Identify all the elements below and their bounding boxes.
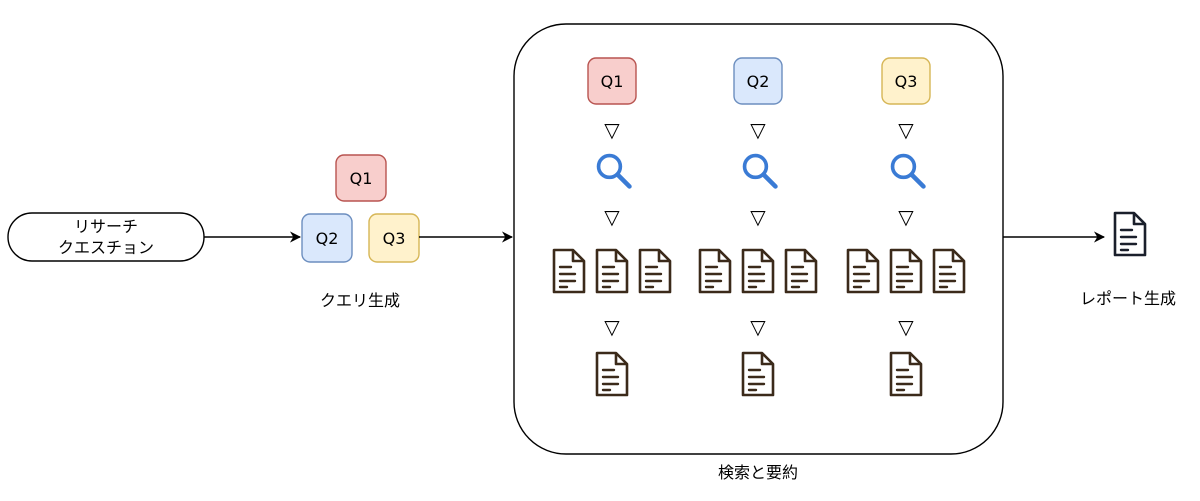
search-result-document-icon	[638, 248, 672, 294]
search-result-document-icon	[846, 248, 880, 294]
step-arrow-glyph: ▽	[604, 118, 620, 142]
report-node: レポート生成	[1080, 211, 1176, 308]
summary-document-icon	[741, 351, 775, 397]
summary-document-icon	[889, 351, 923, 397]
research-question-node: リサーチ クエスチョン	[7, 212, 205, 262]
search-query-label: Q3	[895, 72, 918, 91]
step-arrow-glyph: ▽	[898, 205, 914, 229]
svg-text:Q1: Q1	[350, 169, 373, 188]
search-query-box	[733, 57, 783, 105]
step-arrow-glyph: ▽	[604, 205, 620, 229]
search-summary-label: 検索と要約	[718, 463, 798, 482]
query-generation-group: Q1 Q2 Q3 クエリ生成	[301, 154, 420, 310]
report-generation-label: レポート生成	[1080, 289, 1176, 308]
summary-document-icon	[595, 351, 629, 397]
query-generation-label: クエリ生成	[320, 291, 400, 310]
research-question-line2: クエスチョン	[58, 238, 154, 257]
step-arrow-glyph: ▽	[750, 118, 766, 142]
search-result-document-icon	[698, 248, 732, 294]
query-box-q2: Q2	[301, 213, 353, 263]
step-arrow-glyph: ▽	[898, 315, 914, 339]
search-query-box	[881, 57, 931, 105]
search-summary-container	[513, 23, 1004, 455]
step-arrow-glyph: ▽	[898, 118, 914, 142]
search-summary-columns: Q1 ▽ ▽ ▽ Q2 ▽ ▽ ▽ Q3 ▽ ▽ ▽	[552, 57, 966, 397]
step-arrow-glyph: ▽	[750, 315, 766, 339]
svg-text:Q2: Q2	[316, 229, 339, 248]
column-q2: Q2 ▽ ▽ ▽	[698, 57, 818, 397]
search-result-document-icon	[741, 248, 775, 294]
search-query-box	[587, 57, 637, 105]
svg-text:Q3: Q3	[383, 229, 406, 248]
research-question-line1: リサーチ	[74, 217, 138, 236]
query-box-q3: Q3	[368, 213, 420, 263]
step-arrow-glyph: ▽	[604, 315, 620, 339]
query-box-q1: Q1	[335, 154, 387, 202]
report-document-icon	[1113, 211, 1147, 257]
search-result-document-icon	[552, 248, 586, 294]
search-result-document-icon	[595, 248, 629, 294]
search-query-label: Q1	[601, 72, 624, 91]
step-arrow-glyph: ▽	[750, 205, 766, 229]
search-result-document-icon	[784, 248, 818, 294]
search-result-document-icon	[889, 248, 923, 294]
column-q3: Q3 ▽ ▽ ▽	[846, 57, 966, 397]
search-query-label: Q2	[747, 72, 770, 91]
column-q1: Q1 ▽ ▽ ▽	[552, 57, 672, 397]
search-result-document-icon	[932, 248, 966, 294]
